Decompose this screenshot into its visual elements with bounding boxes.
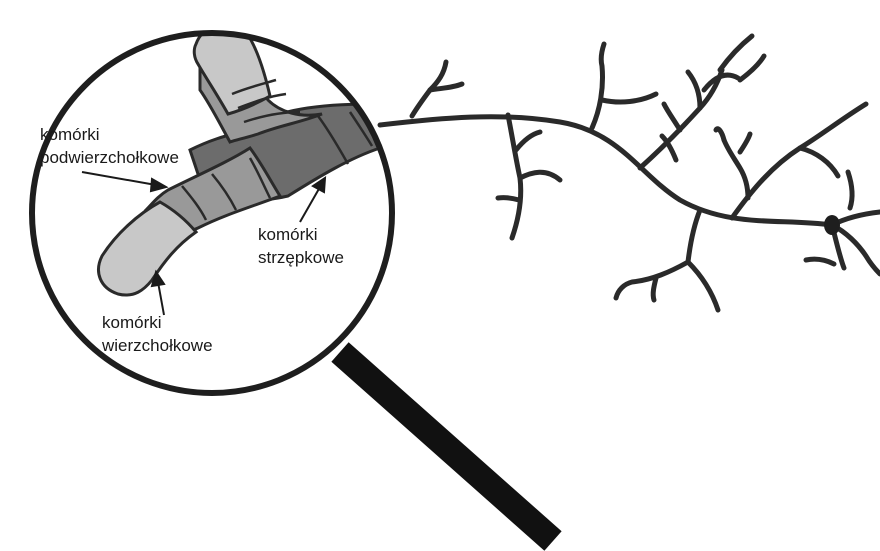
hypha-branch — [704, 75, 738, 90]
mycelium-network — [380, 36, 880, 310]
hypha-branch — [732, 104, 866, 218]
hypha-branch — [688, 72, 700, 108]
label-apical-line1: komórki — [102, 313, 162, 332]
hypha-node — [824, 215, 840, 235]
hypha-branch — [498, 198, 519, 200]
hypha-branch — [688, 262, 718, 310]
label-subapical-line2: podwierzchołkowe — [40, 148, 179, 167]
main-hypha — [380, 117, 832, 225]
hypha-branch — [800, 148, 838, 176]
magnifier-handle — [340, 352, 553, 541]
label-hyphal-line2: strzępkowe — [258, 248, 344, 267]
label-subapical-line1: komórki — [40, 125, 100, 144]
hypha-branch — [592, 44, 604, 128]
hypha-branch — [716, 129, 724, 140]
hypha-branch — [740, 134, 750, 152]
hypha-branch — [848, 172, 852, 208]
hypha-branch — [653, 278, 656, 300]
hypha-branch — [664, 104, 680, 130]
hypha-branch — [520, 172, 560, 180]
hypha-branch — [720, 36, 752, 70]
label-hyphal-line1: komórki — [258, 225, 318, 244]
hypha-branch — [806, 259, 834, 264]
hypha-branch — [688, 210, 700, 262]
hypha-branch — [740, 56, 764, 80]
hypha-branch — [602, 94, 656, 102]
hypha-branch — [516, 132, 540, 150]
label-apical-line2: wierzchołkowe — [101, 336, 213, 355]
